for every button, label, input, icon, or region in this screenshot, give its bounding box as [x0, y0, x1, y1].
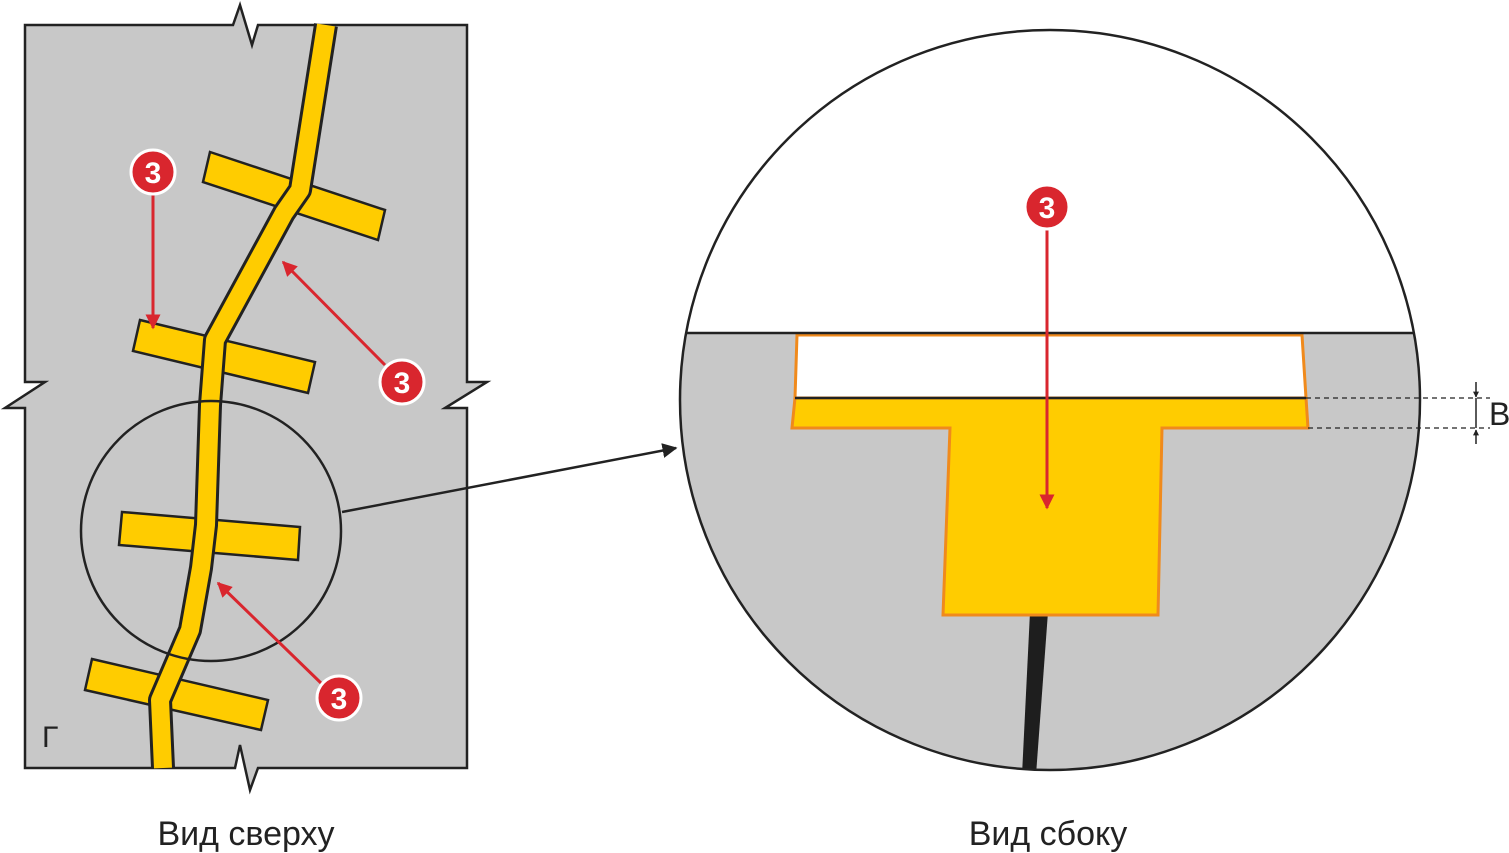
callout-marker: 3 [1023, 183, 1071, 231]
air-region [680, 30, 1420, 333]
dimension-label: В [1489, 396, 1509, 432]
svg-text:3: 3 [394, 367, 411, 400]
detail-connector-arrow [341, 443, 678, 514]
sealed-crack-top [148, 23, 338, 769]
callout-marker: 3 [315, 674, 363, 722]
svg-text:3: 3 [145, 157, 162, 190]
sealant-crossbar [83, 657, 270, 732]
callout-marker: 3 [378, 358, 426, 406]
corner-label: Г [42, 721, 58, 754]
concrete-slab [0, 0, 492, 795]
crack-below-seal [1022, 612, 1048, 770]
top-view: 3 3 3 Г [0, 0, 492, 795]
marker-arrow [281, 260, 387, 367]
marker-arrow [216, 581, 325, 687]
side-view-caption: Вид сбоку [969, 815, 1128, 853]
callout-marker: 3 [129, 148, 177, 196]
svg-text:3: 3 [331, 683, 348, 716]
routed-recess [793, 333, 1308, 400]
top-view-caption: Вид сверху [157, 815, 334, 853]
magnifier-circle [678, 28, 1422, 772]
svg-text:3: 3 [1039, 192, 1056, 225]
detail-circle [79, 399, 343, 663]
side-view: В 3 [678, 28, 1509, 772]
